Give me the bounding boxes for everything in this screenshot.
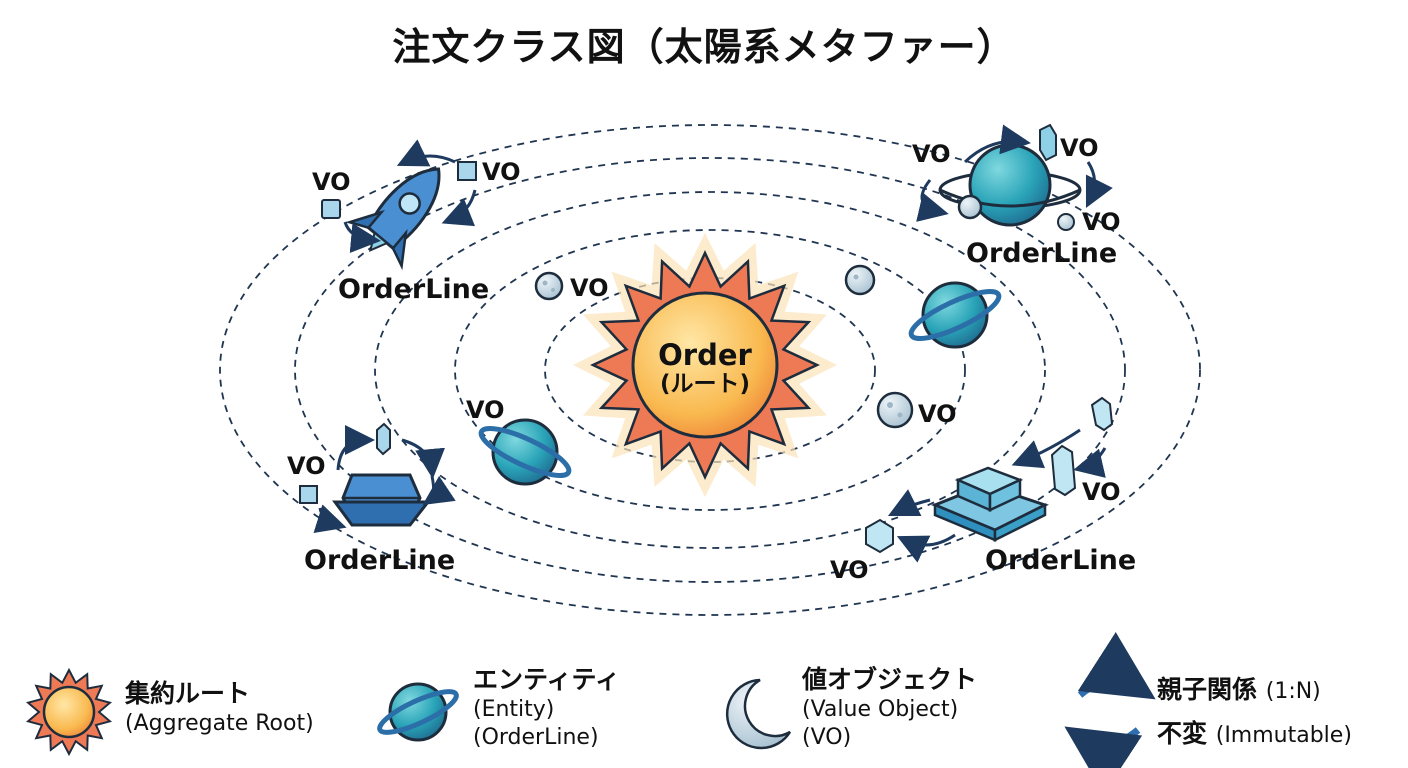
legend-vo-label: 値オブジェクト	[802, 665, 978, 694]
legend-relation: 親子関係 (1:N)	[1157, 674, 1321, 708]
hexagon-gem-icon	[299, 422, 432, 527]
aggregate-root-label: Order (ルート)	[630, 338, 780, 397]
diagram-title: 注文クラス図（太陽系メタファー）	[392, 25, 1016, 69]
legend-value-object: 値オブジェクト (Value Object) (VO)	[802, 664, 977, 752]
orbit-5	[219, 124, 1201, 616]
legend-sun-icon	[26, 667, 112, 757]
orbits	[219, 124, 1201, 616]
inner-planet-icon	[478, 418, 572, 486]
legend-planet-icon	[377, 682, 459, 742]
vo-label: VO	[312, 168, 351, 196]
inner-planet-icon	[908, 281, 1002, 349]
relation-arrows-tl	[343, 139, 477, 254]
vo-label: VO	[482, 158, 521, 186]
legend-vo-sub1: (Value Object)	[802, 697, 959, 722]
legend-aggregate-label: 集約ルート	[125, 679, 251, 708]
legend-entity-sub2: (OrderLine)	[473, 725, 599, 750]
vo-label: VO	[287, 452, 326, 480]
vo-cube-icon	[321, 161, 477, 219]
orbit-4	[294, 157, 1126, 583]
sun-icon	[573, 233, 837, 497]
legend-relation-label: 親子関係	[1157, 675, 1258, 704]
vo-label: VO	[1082, 478, 1121, 506]
legend-relation-detail: (1:N)	[1265, 679, 1321, 704]
vo-label: VO	[918, 400, 957, 428]
legend-vo-sub2: (VO)	[802, 725, 852, 750]
legend-relation-arrow-icon	[1064, 632, 1156, 768]
slab-block-icon	[865, 396, 1114, 554]
legend-entity: エンティティ (Entity) (OrderLine)	[473, 664, 620, 752]
legend-immutable-label: 不変	[1157, 719, 1208, 748]
vo-label: VO	[570, 274, 609, 302]
vo-label: VO	[1082, 208, 1121, 236]
moon-icon	[876, 391, 914, 429]
legend-immutable-detail: (Immutable)	[1215, 723, 1352, 748]
vo-label: VO	[830, 556, 869, 584]
relation-arrows-tr	[916, 124, 1113, 222]
relation-arrows-bl	[313, 425, 456, 534]
relation-arrows-br	[887, 428, 1107, 563]
orderline-label-bl: OrderLine	[304, 545, 456, 576]
moon-icon	[844, 264, 876, 296]
moon-icon	[534, 271, 564, 301]
root-name: Order	[658, 338, 752, 372]
legend-entity-label: エンティティ	[473, 665, 621, 694]
root-sub: (ルート)	[659, 370, 751, 397]
orderline-label-br: OrderLine	[985, 545, 1137, 576]
orbit-2	[454, 229, 966, 511]
legend-entity-sub1: (Entity)	[473, 697, 555, 722]
legend-immutable: 不変 (Immutable)	[1157, 718, 1352, 752]
legend-aggregate-sub: (Aggregate Root)	[125, 711, 314, 736]
orderline-label-tr: OrderLine	[966, 238, 1118, 269]
vo-label: VO	[1060, 134, 1099, 162]
vo-label: VO	[912, 140, 951, 168]
orderline-label-tl: OrderLine	[338, 274, 490, 305]
vo-label: VO	[466, 396, 505, 424]
legend-aggregate-root: 集約ルート (Aggregate Root)	[125, 678, 314, 738]
orbit-3	[374, 191, 1046, 549]
legend-moon-icon	[725, 678, 792, 750]
